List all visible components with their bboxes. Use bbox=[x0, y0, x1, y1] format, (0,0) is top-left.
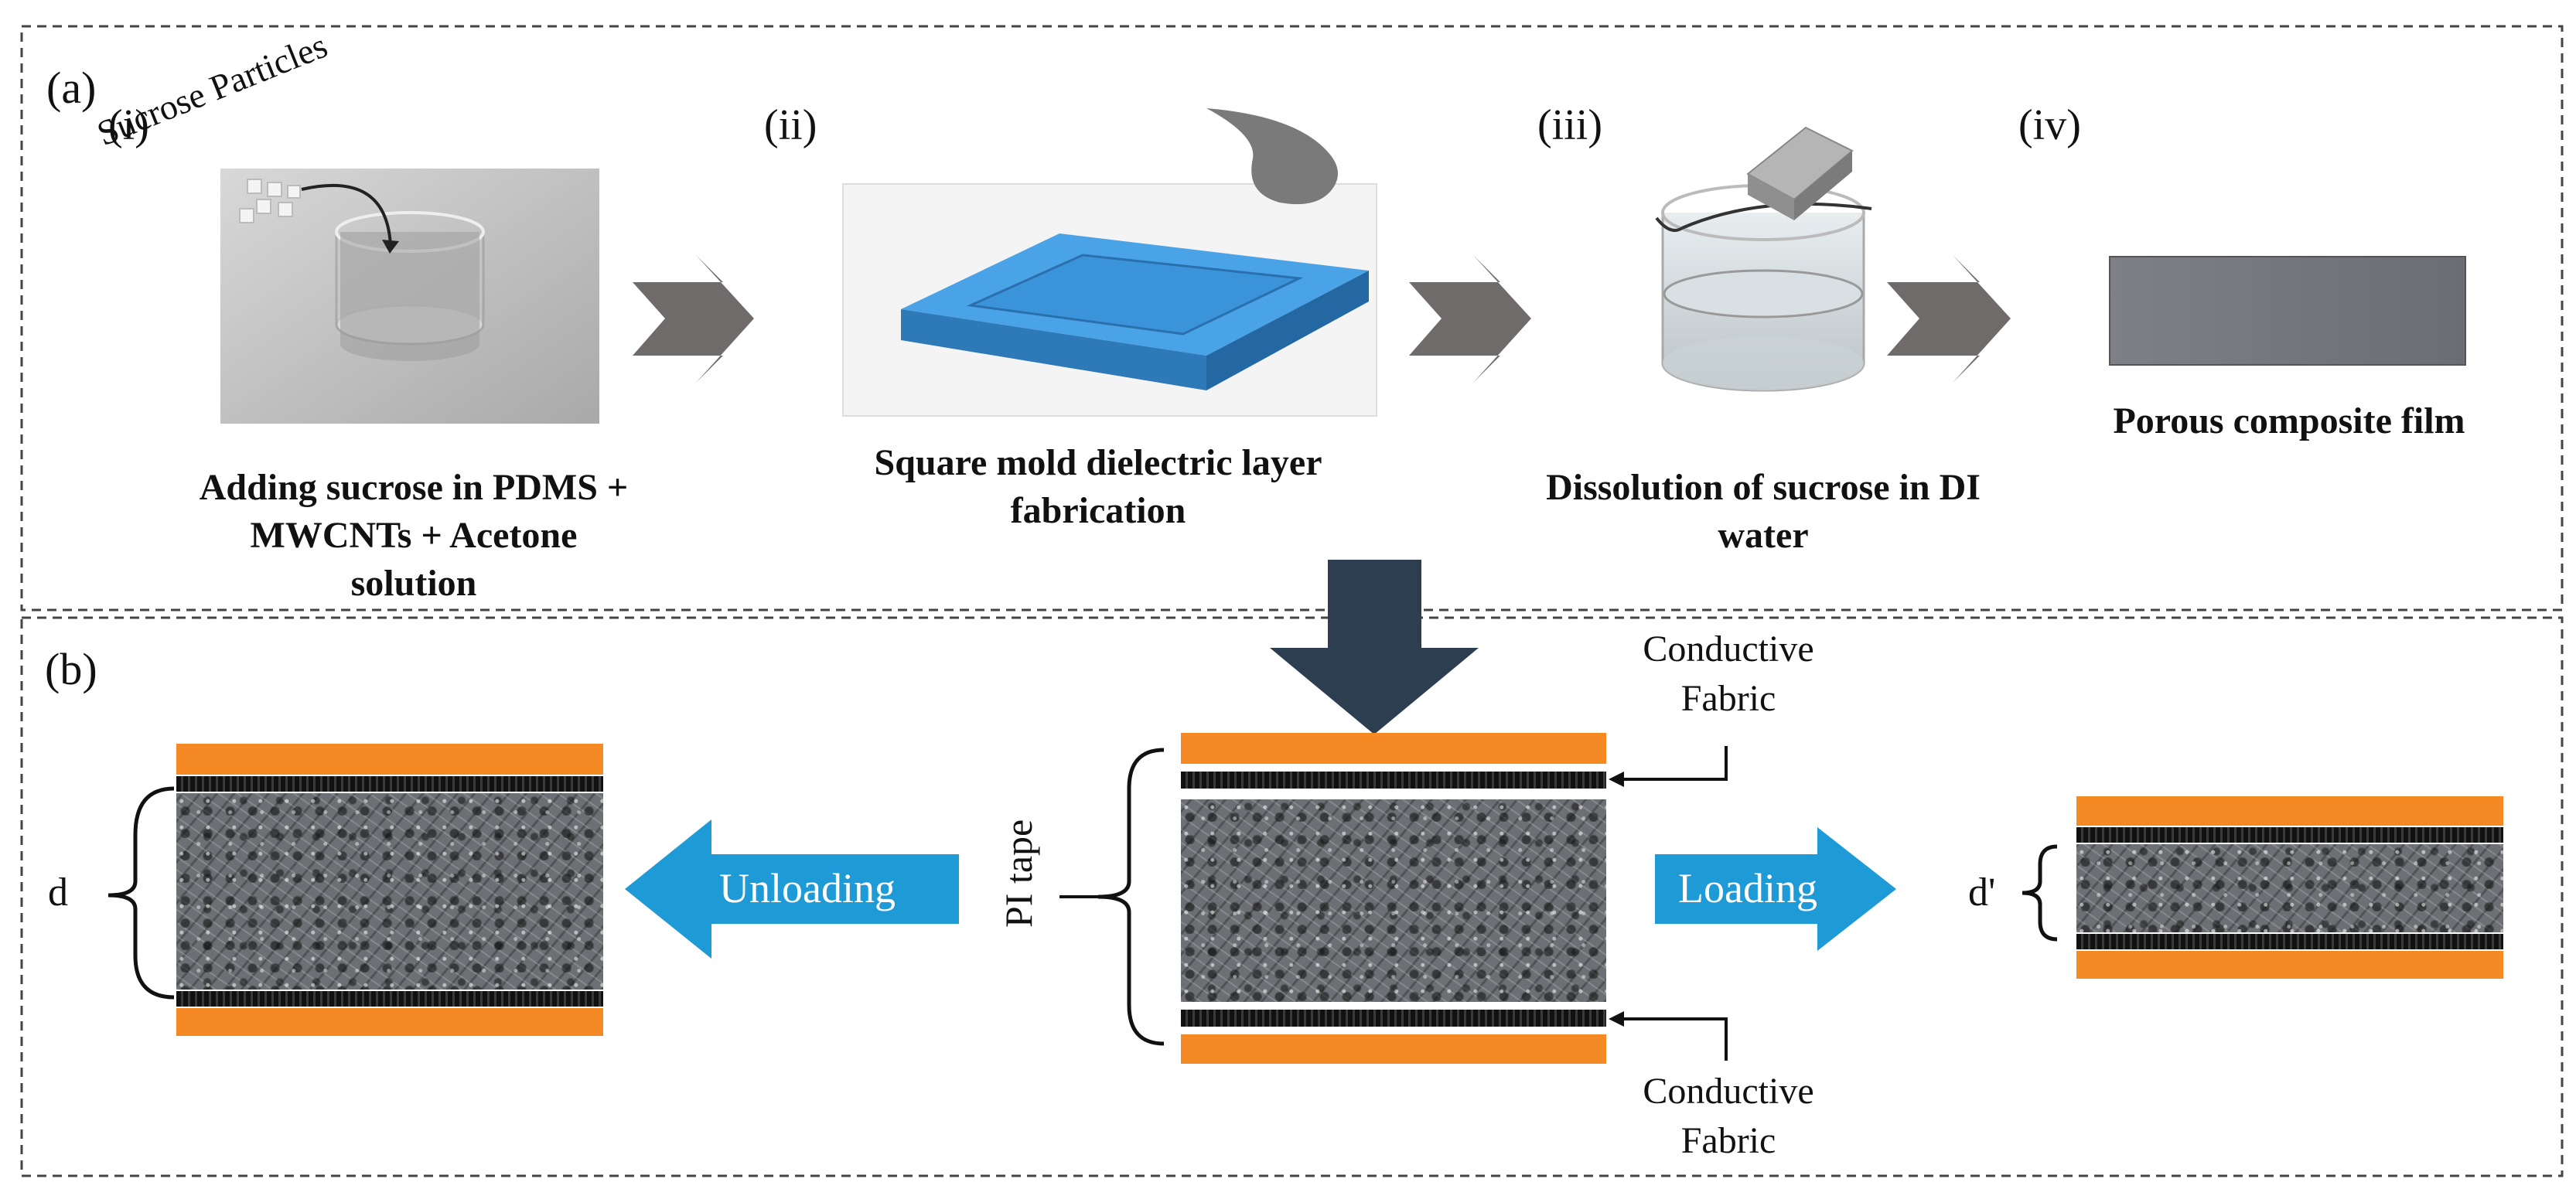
conductive-fabric-top-left bbox=[176, 776, 603, 792]
porous-layer-center bbox=[1181, 799, 1606, 1002]
porous-layer-left bbox=[176, 793, 603, 990]
fabric-label-top-line-2: Fabric bbox=[1680, 678, 1776, 719]
fabric-label-bottom-line-1: Conductive bbox=[1643, 1071, 1814, 1112]
fabric-label-top-line-1: Conductive bbox=[1643, 629, 1814, 669]
step-iv-number: (iv) bbox=[2018, 101, 2081, 149]
step-i-number: (i) bbox=[108, 101, 149, 149]
step-iv-caption: Porous composite film bbox=[2057, 397, 2521, 445]
dissolution-beaker-image bbox=[1655, 126, 1872, 392]
conductive-fabric-bottom-right bbox=[2076, 934, 2503, 949]
brace-pi-tape bbox=[1097, 748, 1165, 1046]
step-i-caption-line-2: MWCNTs + Acetone bbox=[250, 515, 578, 556]
fabric-pointer-top bbox=[1616, 746, 1728, 781]
process-arrows bbox=[633, 255, 2011, 383]
fabric-label-bottom: Conductive Fabric bbox=[1628, 1067, 1829, 1166]
panel-a-border bbox=[20, 25, 2564, 612]
brace-d-prime bbox=[2022, 844, 2058, 942]
step-ii-caption: Square mold dielectric layer fabrication bbox=[820, 439, 1377, 535]
step-iv-caption-line-1: Porous composite film bbox=[2113, 400, 2465, 441]
square-mold-image bbox=[842, 108, 1377, 417]
conductive-fabric-top-right bbox=[2076, 827, 2503, 843]
brace-d bbox=[107, 786, 175, 1000]
process-arrow-2 bbox=[1409, 255, 1531, 383]
process-arrow-1 bbox=[633, 255, 754, 383]
step-iii-caption-line-1: Dissolution of sucrose in DI bbox=[1546, 467, 1981, 508]
process-arrow-3 bbox=[1887, 255, 2011, 383]
fabric-label-top: Conductive Fabric bbox=[1628, 625, 1829, 724]
conductive-fabric-top-center bbox=[1181, 772, 1606, 789]
fabric-pointer-bottom bbox=[1616, 1017, 1728, 1061]
step-i-caption-line-1: Adding sucrose in PDMS + bbox=[199, 467, 629, 508]
pi-tape-top-left bbox=[176, 744, 603, 775]
down-arrow bbox=[1270, 560, 1479, 734]
unloading-arrow bbox=[625, 819, 959, 959]
thickness-label-d-prime: d' bbox=[1968, 870, 1996, 915]
pi-tape-bottom-left bbox=[176, 1008, 603, 1036]
step-iii-caption: Dissolution of sucrose in DI water bbox=[1454, 464, 2073, 560]
loading-arrow bbox=[1655, 827, 1896, 951]
conductive-fabric-bottom-left bbox=[176, 991, 603, 1007]
pi-tape-bottom-right bbox=[2076, 951, 2503, 979]
step-i-caption-line-3: solution bbox=[350, 563, 477, 604]
pi-tape-top-center bbox=[1181, 733, 1606, 764]
porous-film-image bbox=[2110, 257, 2465, 365]
porous-layer-right bbox=[2076, 844, 2503, 932]
step-ii-caption-line-2: fabrication bbox=[1010, 490, 1186, 531]
panel-b-border bbox=[20, 616, 2564, 1177]
conductive-fabric-bottom-center bbox=[1181, 1010, 1606, 1027]
pi-tape-top-right bbox=[2076, 796, 2503, 826]
thickness-label-d: d bbox=[48, 870, 68, 915]
fabric-label-bottom-line-2: Fabric bbox=[1680, 1120, 1776, 1161]
panel-a-tag: (a) bbox=[46, 63, 97, 113]
beaker-sucrose-image bbox=[220, 169, 599, 424]
loading-label: Loading bbox=[1678, 865, 1817, 911]
panel-b-tag: (b) bbox=[45, 644, 97, 694]
step-ii-caption-line-1: Square mold dielectric layer bbox=[874, 442, 1322, 483]
step-ii-number: (ii) bbox=[764, 101, 817, 149]
step-i-caption: Adding sucrose in PDMS + MWCNTs + Aceton… bbox=[116, 464, 711, 608]
pi-tape-bottom-center bbox=[1181, 1034, 1606, 1064]
unloading-label: Unloading bbox=[719, 865, 896, 911]
step-iii-number: (iii) bbox=[1537, 101, 1602, 149]
step-iii-caption-line-2: water bbox=[1718, 515, 1809, 556]
pi-tape-label: PI tape bbox=[997, 819, 1040, 928]
